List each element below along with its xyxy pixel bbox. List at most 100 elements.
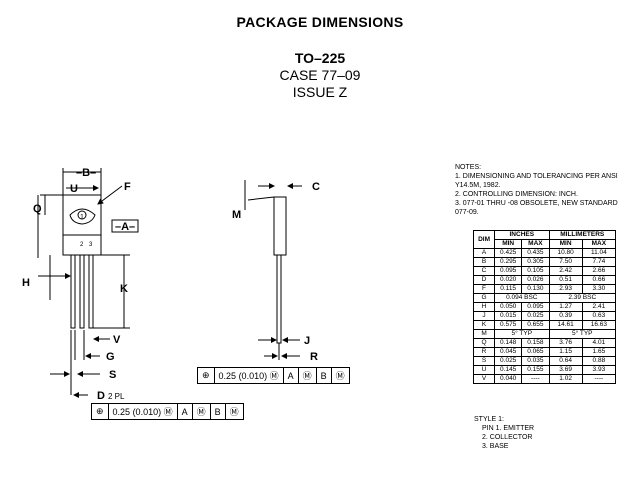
table-cell: 3.69 — [548, 365, 583, 375]
table-cell: 5° TYP — [548, 329, 616, 339]
table-cell: 0.148 — [494, 338, 523, 348]
pin1-label: 1 — [80, 214, 84, 221]
table-cell: H — [472, 302, 496, 312]
table-cell: 0.040 — [494, 374, 523, 384]
table-cell: 0.094 BSC — [494, 293, 550, 303]
table-cell: 7.50 — [548, 257, 583, 267]
table-cell: 0.050 — [494, 302, 523, 312]
table-cell: 0.305 — [521, 257, 550, 267]
table-cell: 0.015 — [494, 311, 523, 321]
fcf-lower-datum-b: B — [211, 404, 226, 419]
note-line: 3. 077-01 THRU -08 OBSOLETE, NEW STANDAR… — [455, 200, 618, 207]
col-dim: DIM — [472, 230, 496, 249]
lead-1 — [70, 254, 76, 329]
table-cell: Q — [472, 338, 496, 348]
style-heading: STYLE 1: — [474, 416, 504, 423]
table-cell: 0.575 — [494, 320, 523, 330]
table-cell: F — [472, 284, 496, 294]
fcf-lower-tolerance: 0.25 (0.010) — [112, 406, 162, 417]
dim-r-label: R — [310, 351, 318, 363]
datum-a-box — [111, 219, 139, 233]
dim-f-label: F — [124, 181, 131, 193]
dim-q-label: Q — [33, 203, 42, 215]
package-name: TO–225 — [294, 50, 346, 66]
dim-g-label: G — [106, 351, 115, 363]
col-min: MIN — [494, 239, 523, 249]
table-cell: 1.15 — [548, 347, 583, 357]
style-line: PIN 1. EMITTER — [482, 425, 535, 432]
dim-b-label: –B– — [76, 167, 96, 179]
table-cell: D — [472, 275, 496, 285]
mounting-hole — [69, 208, 96, 225]
col-min: MIN — [548, 239, 583, 249]
dim-f-leader — [97, 185, 123, 205]
table-cell: 0.025 — [494, 356, 523, 366]
position-tolerance-icon: ⊕ — [92, 404, 109, 419]
lead-2 — [79, 254, 85, 329]
table-cell: 0.145 — [494, 365, 523, 375]
mmc-icon: Ⓜ — [193, 404, 211, 419]
table-cell: J — [472, 311, 496, 321]
table-cell: 10.80 — [548, 248, 583, 258]
mmc-icon: Ⓜ — [229, 407, 239, 417]
col-max: MAX — [521, 239, 550, 249]
table-cell: 11.04 — [581, 248, 617, 258]
note-line: 077-09. — [455, 209, 479, 216]
table-cell: U — [472, 365, 496, 375]
table-cell: B — [472, 257, 496, 267]
notes-heading: NOTES: — [455, 164, 482, 171]
table-cell: 0.026 — [521, 275, 550, 285]
table-cell: 0.88 — [581, 356, 617, 366]
pin3-label: 3 — [89, 242, 93, 248]
table-cell: 1.02 — [548, 374, 583, 384]
mmc-icon: Ⓜ — [299, 368, 317, 383]
issue-label: ISSUE Z — [292, 84, 348, 100]
dim-j-label: J — [304, 335, 310, 347]
table-cell: 0.425 — [494, 248, 523, 258]
table-cell: 0.035 — [521, 356, 550, 366]
mmc-icon: Ⓜ — [269, 371, 279, 381]
mmc-icon: Ⓜ — [163, 407, 173, 417]
table-cell: 0.158 — [521, 338, 550, 348]
table-cell: 16.63 — [581, 320, 617, 330]
note-line: Y14.5M, 1982. — [455, 182, 501, 189]
group-inches: INCHES — [494, 230, 550, 240]
table-cell: 5° TYP — [494, 329, 550, 339]
fcf-upper-datum-b: B — [317, 368, 332, 383]
fcf-lower-datum-a: A — [178, 404, 193, 419]
table-cell: 0.020 — [494, 275, 523, 285]
dim-d-label: D — [97, 390, 105, 402]
col-max: MAX — [581, 239, 617, 249]
table-cell: 1.27 — [548, 302, 583, 312]
table-cell: 2.66 — [581, 266, 617, 276]
pin1-marker — [77, 210, 87, 220]
pin2-label: 2 — [80, 242, 84, 248]
page-title: PACKAGE DIMENSIONS — [236, 14, 404, 30]
table-cell: 3.93 — [581, 365, 617, 375]
notes-block: NOTES: 1. DIMENSIONING AND TOLERANCING P… — [455, 163, 618, 217]
dimensions-table: DIM INCHES MILLIMETERS MIN MAX MIN MAX A… — [472, 230, 617, 384]
dim-c-label: C — [312, 181, 320, 193]
table-cell: V — [472, 374, 496, 384]
table-cell: 2.42 — [548, 266, 583, 276]
lead-3 — [88, 254, 94, 329]
table-cell: A — [472, 248, 496, 258]
table-cell: 0.025 — [521, 311, 550, 321]
table-cell: 2.39 BSC — [548, 293, 616, 303]
table-cell: R — [472, 347, 496, 357]
note-line: 2. CONTROLLING DIMENSION: INCH. — [455, 191, 578, 198]
table-cell: 14.61 — [548, 320, 583, 330]
table-cell: 0.130 — [521, 284, 550, 294]
table-cell: 0.095 — [494, 266, 523, 276]
table-cell: 0.115 — [494, 284, 523, 294]
